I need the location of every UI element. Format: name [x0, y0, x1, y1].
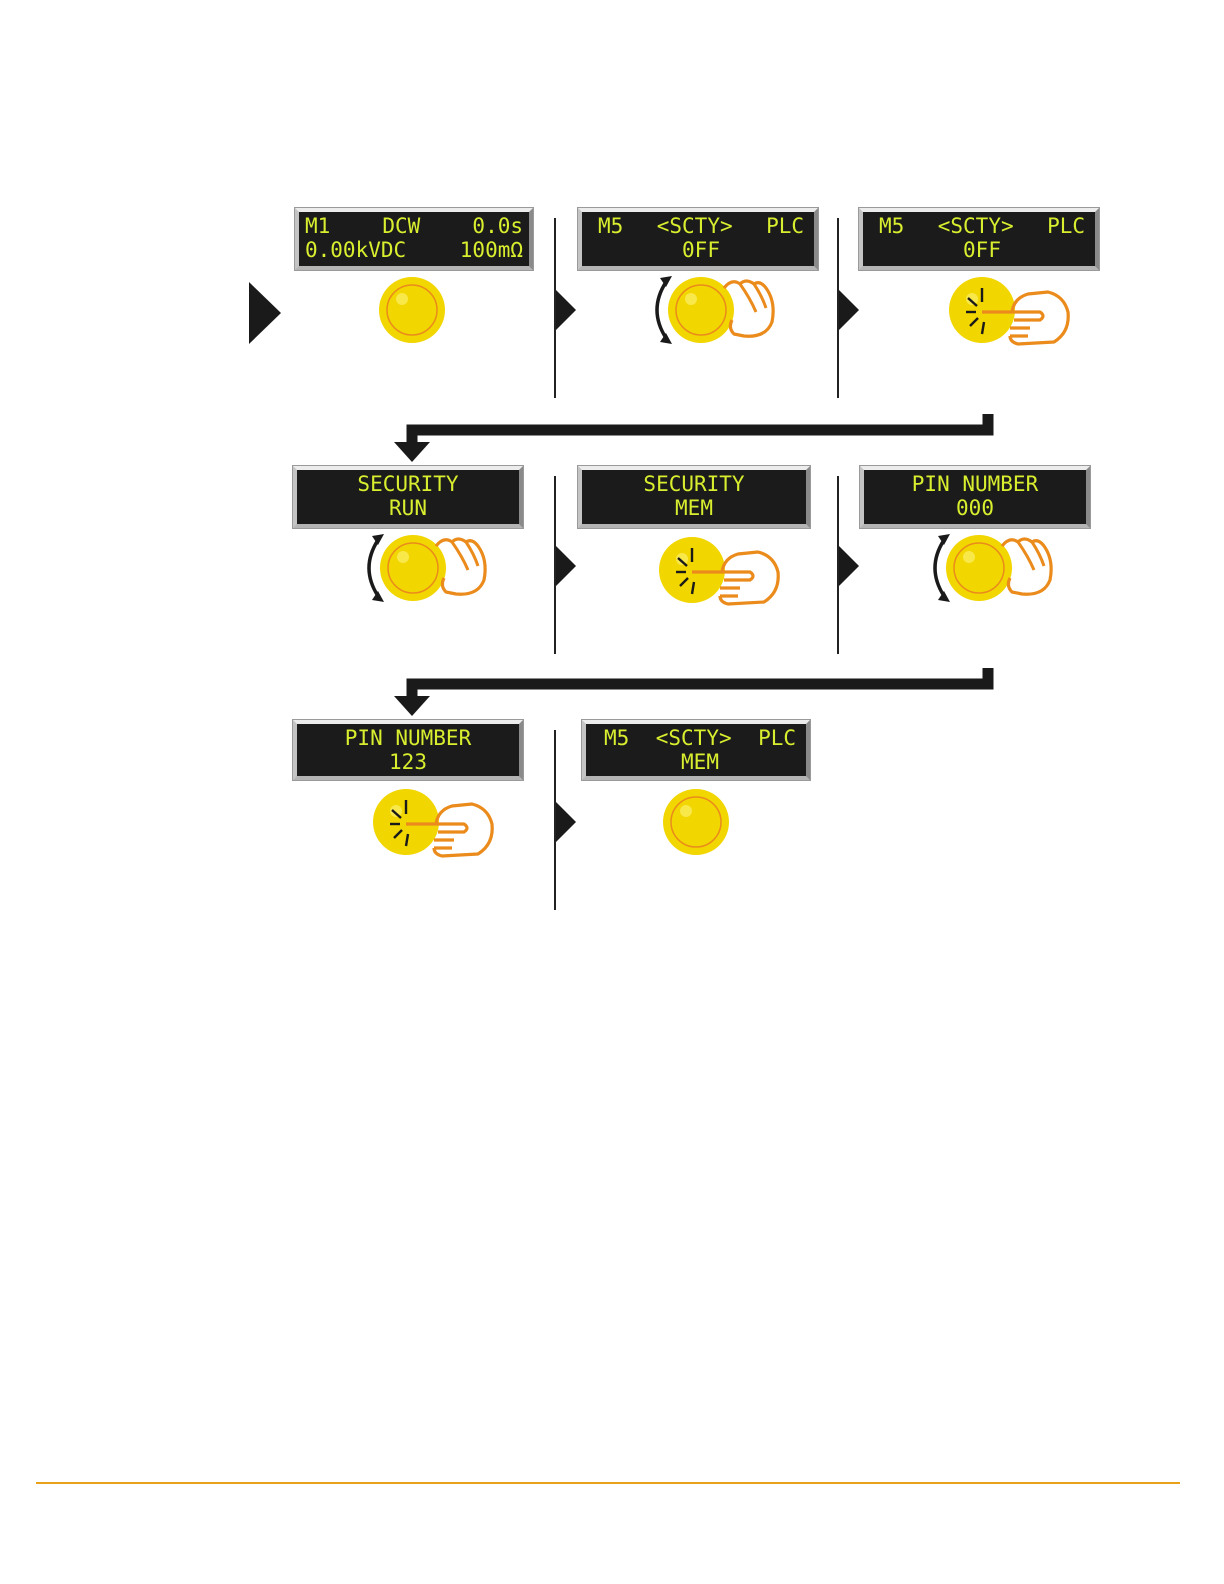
rotate-hand-icon: [360, 530, 490, 606]
lcd-text: 000: [956, 496, 994, 520]
rotate-hand-icon: [648, 272, 778, 348]
lcd-screen-6: PIN NUMBER 000: [860, 466, 1090, 528]
lcd-text: PIN NUMBER: [345, 726, 471, 750]
press-finger-icon: [948, 276, 1072, 348]
step-arrow-icon: [556, 290, 576, 330]
step-arrow-icon: [839, 290, 859, 330]
lcd-text: 0FF: [963, 238, 1001, 262]
row-return-arrow-icon: [394, 668, 994, 718]
lcd-text: MEM: [675, 496, 713, 520]
lcd-text: 123: [389, 750, 427, 774]
lcd-text: 0.00kVDC: [305, 238, 406, 262]
lcd-text: MEM: [681, 750, 719, 774]
lcd-text: PLC: [766, 214, 804, 238]
lcd-text: PLC: [1047, 214, 1085, 238]
lcd-text: M5: [598, 214, 623, 238]
lcd-text: 0.0s: [472, 214, 523, 238]
rotate-hand-icon: [926, 530, 1056, 606]
lcd-screen-3: M5 <SCTY> PLC 0FF: [859, 208, 1099, 270]
lcd-text: <SCTY>: [938, 214, 1014, 238]
lcd-text: RUN: [389, 496, 427, 520]
step-arrow-icon: [556, 546, 576, 586]
step-arrow-icon: [249, 282, 281, 344]
lcd-text: 100mΩ: [460, 238, 523, 262]
footer-rule: [36, 1482, 1180, 1484]
step-arrow-icon: [839, 546, 859, 586]
rotary-knob-icon: [662, 788, 730, 856]
lcd-text: M5: [604, 726, 629, 750]
lcd-screen-1: M1 DCW 0.0s 0.00kVDC 100mΩ: [295, 208, 533, 270]
press-finger-icon: [372, 788, 496, 860]
lcd-text: PIN NUMBER: [912, 472, 1038, 496]
rotary-knob-icon: [378, 276, 446, 344]
press-finger-icon: [658, 536, 782, 608]
lcd-text: <SCTY>: [656, 726, 732, 750]
step-arrow-icon: [556, 802, 576, 842]
lcd-text: DCW: [382, 214, 420, 238]
lcd-screen-4: SECURITY RUN: [293, 466, 523, 528]
lcd-text: 0FF: [682, 238, 720, 262]
lcd-screen-2: M5 <SCTY> PLC 0FF: [578, 208, 818, 270]
lcd-screen-5: SECURITY MEM: [578, 466, 810, 528]
lcd-text: M1: [305, 214, 330, 238]
lcd-screen-7: PIN NUMBER 123: [293, 720, 523, 780]
lcd-text: SECURITY: [643, 472, 744, 496]
lcd-text: PLC: [758, 726, 796, 750]
lcd-screen-8: M5 <SCTY> PLC MEM: [582, 720, 810, 780]
lcd-text: <SCTY>: [657, 214, 733, 238]
lcd-text: SECURITY: [357, 472, 458, 496]
lcd-text: M5: [879, 214, 904, 238]
row-return-arrow-icon: [394, 414, 994, 464]
